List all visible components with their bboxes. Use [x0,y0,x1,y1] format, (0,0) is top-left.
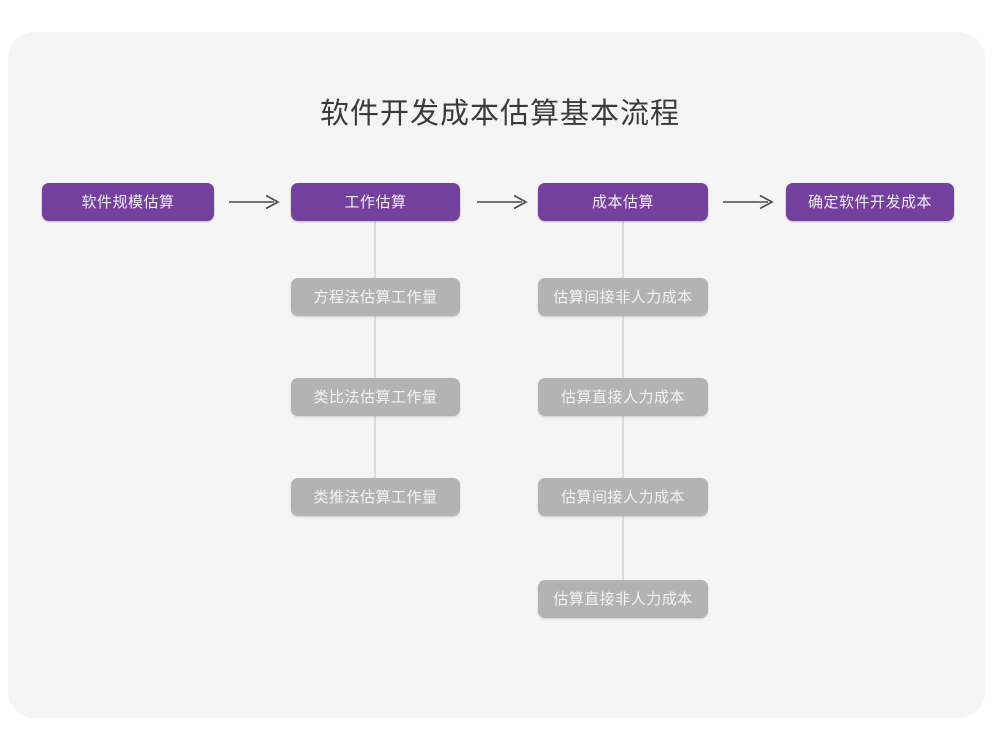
substep-direct-nonlabor-cost[interactable]: 估算直接非人力成本 [538,580,708,618]
substep-analogy-method-effort[interactable]: 类比法估算工作量 [291,378,460,416]
connector-line-effort-branch [374,221,376,508]
page-title: 软件开发成本估算基本流程 [319,98,680,130]
substep-indirect-labor-cost[interactable]: 估算间接人力成本 [538,478,708,516]
substep-analogical-method-effort[interactable]: 类推法估算工作量 [291,478,460,516]
arrow-right-icon [228,194,284,210]
substep-equation-method-effort[interactable]: 方程法估算工作量 [291,278,460,316]
diagram-card [8,32,985,718]
substep-direct-labor-cost[interactable]: 估算直接人力成本 [538,378,708,416]
substep-indirect-nonlabor-cost[interactable]: 估算间接非人力成本 [538,278,708,316]
step-cost-estimation[interactable]: 成本估算 [538,183,708,221]
arrow-right-icon [722,194,778,210]
arrow-right-icon [476,194,532,210]
step-determine-development-cost[interactable]: 确定软件开发成本 [786,183,954,221]
step-effort-estimation[interactable]: 工作估算 [291,183,460,221]
step-software-scale-estimation[interactable]: 软件规模估算 [42,183,214,221]
